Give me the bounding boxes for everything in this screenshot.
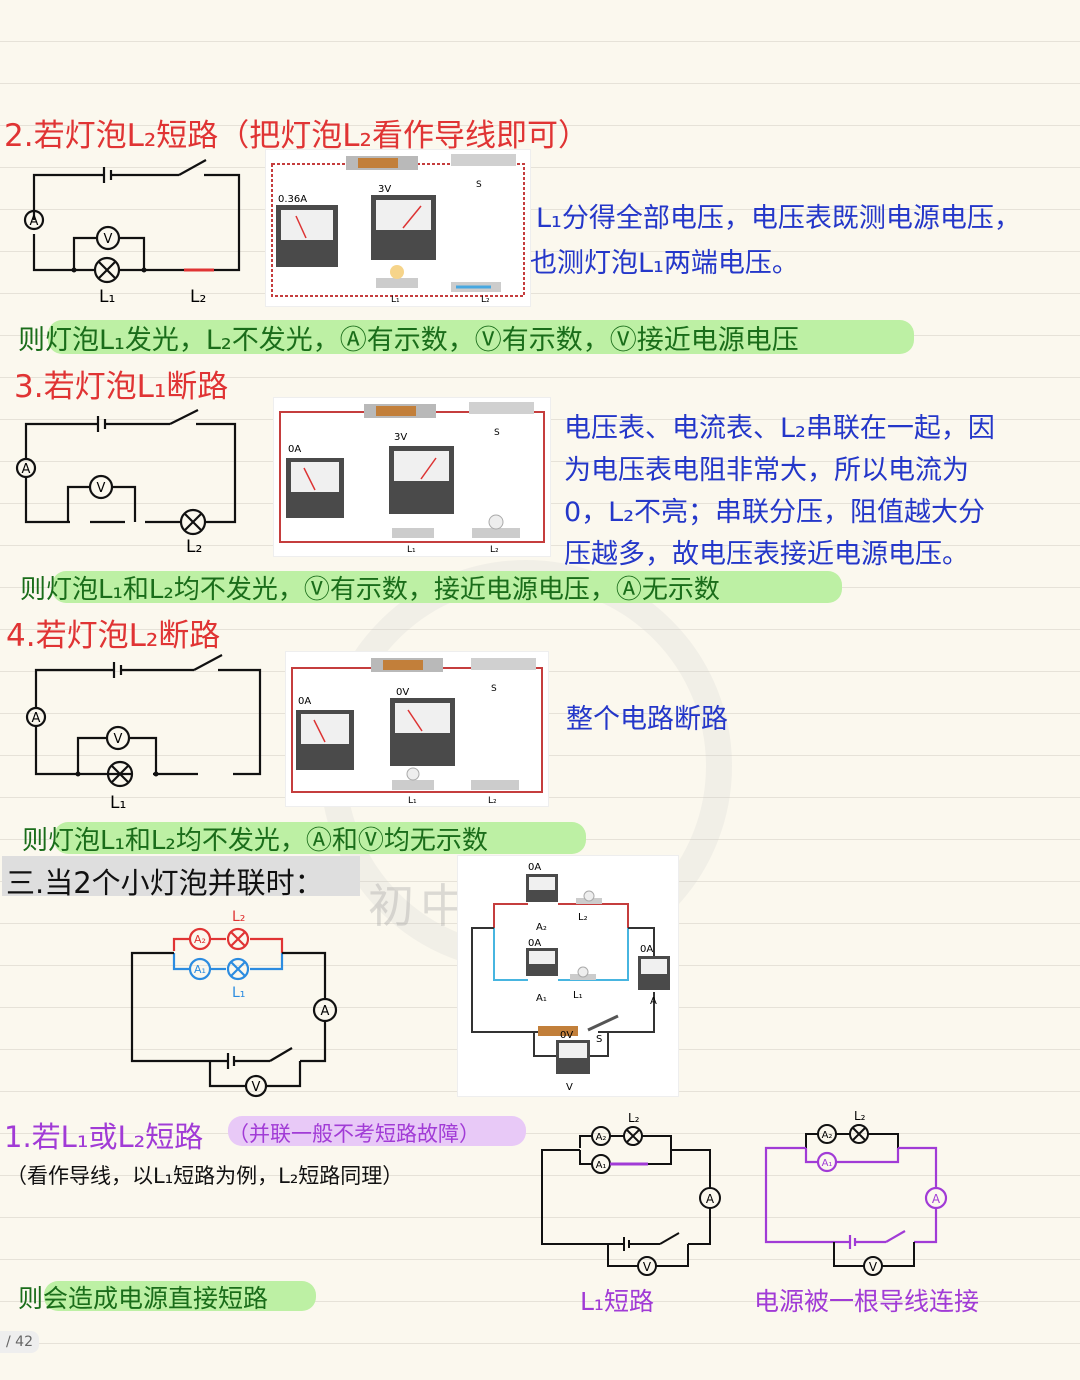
diagram-ammeter-label: A [22, 462, 31, 477]
section2-circuit-diagram: A V L₁ L₂ [23, 159, 241, 307]
photo-a2-label: A₂ [536, 922, 547, 933]
section4-heading: 4.若灯泡L₂断路 [6, 618, 221, 654]
diagram-a2-label: A₂ [194, 933, 206, 946]
photo-ammeter-reading: 0A [298, 696, 311, 707]
diagram-lamp1-label: L₁ [232, 985, 245, 1001]
watermark-text: 初中 [368, 879, 472, 933]
photo-lamp1-label: L₁ [408, 796, 417, 806]
section3-circuit-diagram: A V L₂ [15, 409, 237, 554]
diagram-lamp2-label: L₂ [854, 1109, 866, 1123]
photo-a1-reading: 0A [528, 938, 541, 949]
section3-explanation-line2: 为电压表电阻非常大，所以电流为 [564, 455, 969, 486]
diagram-voltmeter-label: V [869, 1260, 878, 1274]
parallel-heading-highlight [2, 856, 360, 896]
diagram-lamp1-label: L₁ [110, 793, 126, 812]
section2-conclusion: 则灯泡L₁发光，L₂不发光，Ⓐ有示数，Ⓥ有示数，Ⓥ接近电源电压 [18, 325, 799, 356]
section3-explanation-line3: 0，L₂不亮；串联分压，阻值越大分 [564, 497, 986, 528]
photo-lamp2-label: L₂ [578, 912, 588, 923]
section3-explanation-line1: 电压表、电流表、L₂串联在一起，因 [564, 413, 995, 444]
diagram-a1-label: A₁ [822, 1158, 833, 1169]
short-caption2: 电源被一根导线连接 [754, 1287, 980, 1316]
photo-lamp2-label: L₂ [481, 295, 490, 305]
diagram-ammeter-label: A [932, 1192, 941, 1206]
short-conclusion: 则会造成电源直接短路 [18, 1284, 269, 1313]
photo-switch-label: S [491, 684, 497, 694]
section3-conclusion: 则灯泡L₁和L₂均不发光，Ⓥ有示数，接近电源电压，Ⓐ无示数 [20, 575, 720, 605]
short-subnote: （看作导线，以L₁短路为例，L₂短路同理） [6, 1164, 404, 1188]
section4-explanation-line1: 整个电路断路 [566, 704, 728, 735]
section3-explanation-line4: 压越多，故电压表接近电源电压。 [564, 539, 969, 570]
photo-v-label: V [566, 1082, 573, 1093]
photo-a2-reading: 0A [528, 862, 541, 873]
diagram-lamp2-label: L₂ [190, 287, 206, 307]
section2-explanation-line1: L₁分得全部电压，电压表既测电源电压， [536, 203, 1021, 234]
diagram-voltmeter-label: V [97, 481, 106, 496]
section4-circuit-photo: 0A 0V S L₁ L₂ [286, 652, 548, 806]
diagram-voltmeter-label: V [252, 1080, 261, 1095]
short-note-highlight [228, 1116, 526, 1146]
section3-conclusion-highlight [52, 571, 842, 603]
section4-conclusion-highlight [54, 822, 586, 854]
photo-lamp2-label: L₂ [490, 545, 499, 555]
diagram-a1-label: A₁ [194, 963, 206, 976]
photo-switch-label: S [494, 428, 500, 438]
diagram-voltmeter-label: V [114, 732, 123, 747]
photo-switch-label: S [476, 180, 482, 190]
photo-ammeter-reading: 0A [288, 444, 301, 455]
diagram-voltmeter-label: V [643, 1260, 652, 1274]
diagram-a2-label: A₂ [596, 1132, 607, 1143]
diagram-ammeter-label: A [32, 711, 41, 726]
section4-conclusion: 则灯泡L₁和L₂均不发光，Ⓐ和Ⓥ均无示数 [22, 826, 488, 856]
diagram-ammeter-label: A [321, 1004, 330, 1019]
page-number: / 42 [0, 1331, 39, 1353]
section3-circuit-photo: 0A 3V S L₁ L₂ [274, 398, 550, 556]
section2-heading: 2.若灯泡L₂短路（把灯泡L₂看作导线即可） [4, 118, 589, 154]
diagram-voltmeter-label: V [104, 232, 113, 247]
parallel-heading: 三.当2个小灯泡并联时： [6, 866, 324, 900]
photo-lamp1-label: L₁ [573, 990, 583, 1001]
short-conclusion-highlight [44, 1281, 316, 1311]
diagram-lamp2-label: L₂ [628, 1111, 640, 1125]
short-caption1: L₁短路 [580, 1287, 654, 1316]
short-note: （并联一般不考短路故障） [228, 1122, 480, 1146]
diagram-lamp1-label: L₁ [99, 287, 115, 307]
short-heading: 1.若L₁或L₂短路 [4, 1120, 204, 1154]
photo-a-label: A [650, 996, 657, 1007]
diagram-lamp2-label: L₂ [186, 537, 202, 554]
photo-switch-label: S [596, 1034, 602, 1045]
photo-a1-label: A₁ [536, 993, 547, 1004]
section2-conclusion-highlight [48, 320, 914, 354]
section4-circuit-diagram: A V L₁ [25, 654, 262, 812]
photo-lamp2-label: L₂ [488, 796, 497, 806]
photo-voltmeter-reading: 3V [394, 432, 407, 443]
section2-explanation-line2: 也测灯泡L₁两端电压。 [530, 248, 799, 279]
diagram-ammeter-label: A [706, 1192, 715, 1206]
photo-voltmeter-reading: 0V [396, 687, 409, 698]
diagram-ammeter-label: A [30, 214, 39, 229]
photo-lamp1-label: L₁ [391, 295, 400, 305]
photo-lamp1-label: L₁ [407, 545, 416, 555]
section3-heading: 3.若灯泡L₁断路 [14, 369, 229, 405]
short-circuit-diagram-2: A₂ A₁ L₂ A V [764, 1109, 948, 1276]
diagram-a1-label: A₁ [596, 1160, 607, 1171]
diagram-lamp2-label: L₂ [232, 909, 245, 925]
photo-ammeter-reading: 0.36A [278, 194, 307, 205]
parallel-circuit-diagram: A₂ A₁ L₂ L₁ A V [130, 909, 338, 1098]
photo-a-reading: 0A [640, 944, 653, 955]
diagram-a2-label: A₂ [822, 1130, 833, 1141]
short-circuit-diagram-1: A₂ A₁ L₂ A V [541, 1111, 721, 1276]
section2-circuit-photo: 0.36A 3V S L₁ L₂ [266, 150, 530, 306]
parallel-circuit-photo: 0A A₂ L₂ 0A A₁ L₁ 0A A 0V S V [458, 856, 678, 1096]
photo-v-reading: 0V [560, 1030, 573, 1041]
photo-voltmeter-reading: 3V [378, 184, 391, 195]
